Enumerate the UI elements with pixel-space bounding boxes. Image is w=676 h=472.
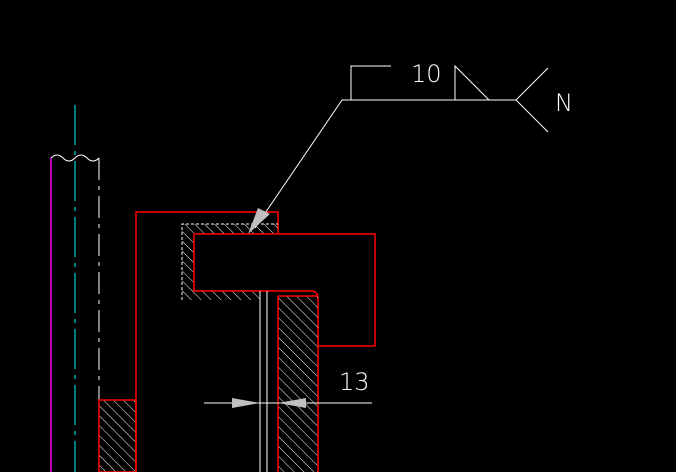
lower-left-hatch: [99, 400, 136, 472]
dimension-arrow-left: [232, 398, 260, 408]
weld-boundary: [181, 223, 278, 300]
dimension-13: 13: [204, 368, 372, 408]
arrowhead-icon: [248, 208, 270, 234]
main-profile-outline: [135, 211, 279, 472]
dimension-arrow-right: [278, 398, 306, 408]
weld-flag-icon: [350, 65, 391, 100]
fillet-weld-icon: [454, 64, 490, 101]
weld-region: [181, 223, 278, 300]
weld-hatch-fill: [182, 224, 278, 300]
cap-profile-outline: [193, 233, 376, 347]
lower-left-block: [98, 399, 137, 472]
dimension-label: 13: [339, 368, 370, 396]
tail-symbol-icon: [515, 67, 549, 133]
weld-note-label: N: [555, 89, 573, 117]
weld-callout: 10 N: [248, 60, 573, 234]
leader-line: [254, 99, 343, 229]
weld-size-label: 10: [411, 60, 442, 88]
left-column: [50, 105, 100, 472]
vertical-plate: [277, 295, 319, 472]
plate-hatch: [278, 296, 318, 472]
break-line: [50, 154, 100, 162]
